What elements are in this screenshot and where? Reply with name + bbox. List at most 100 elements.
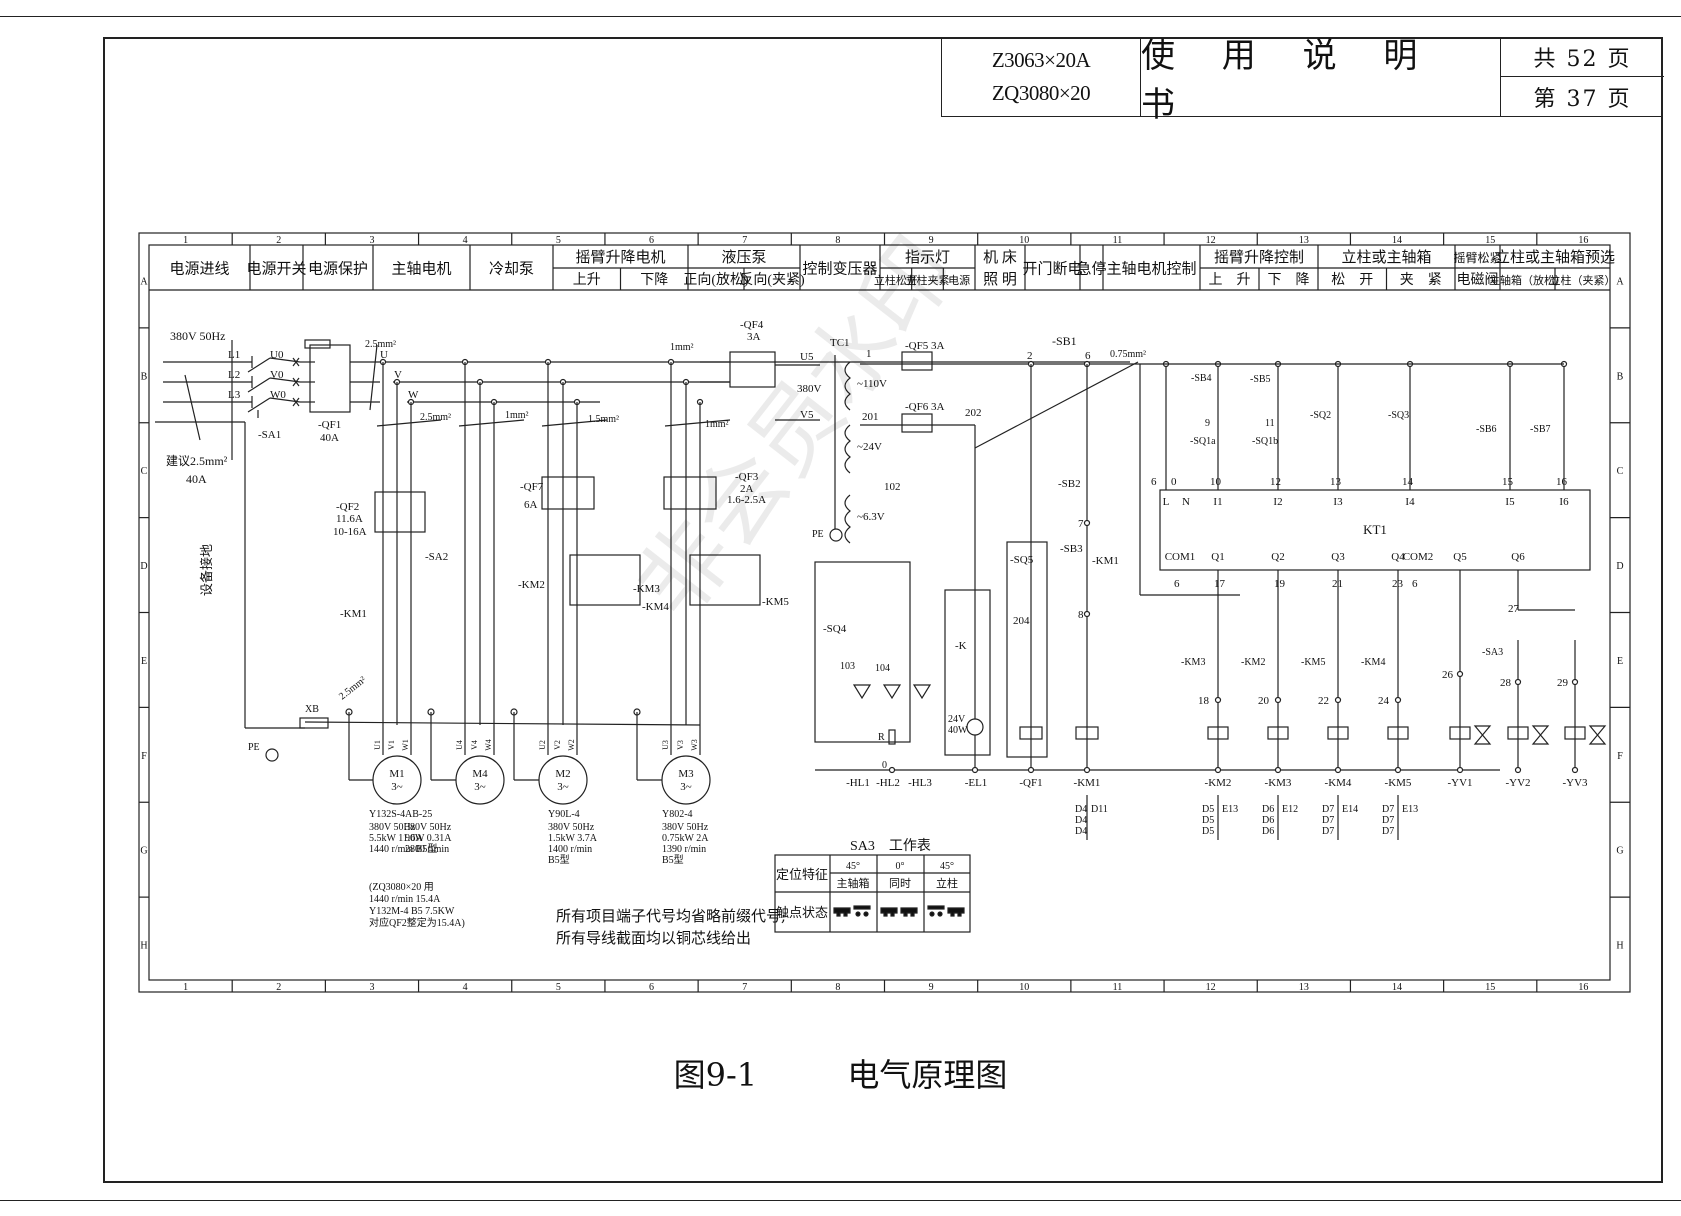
cable-label: 0.75mm² [1110,349,1146,360]
header-section-label: 电源开关 [246,261,306,278]
valve-node: 26 [1442,669,1454,681]
sa3-row1-label: 定位特征 [776,867,828,882]
zone-label-bottom: 5 [556,982,561,993]
sa2-label: -SA2 [425,551,448,563]
zone-label-top: 4 [463,235,468,246]
motor-spec: 1.5kW 3.7A [548,833,598,844]
sa3-row2-label: 触点状态 [776,905,828,920]
interlock-label: -KM2 [1241,657,1265,668]
km1-self-hold-label: -KM1 [1092,555,1119,567]
km2-km3-interlock [569,554,641,606]
load-label: -KM1 [1074,777,1101,789]
zone-label-bottom: 8 [835,982,840,993]
motor-m2 [538,755,588,805]
contact-closed-icon [880,907,898,917]
m1-note-line: 1440 r/min 15.4A [369,894,441,905]
node [1083,519,1091,527]
node [1514,766,1522,774]
node [1394,696,1402,704]
qf2-rating: 11.6A [336,513,363,525]
nc-contact: D6 [1262,826,1274,837]
row-label-left: F [141,751,147,762]
header-section-label: 液压泵 [721,249,766,266]
header-sub-label: 下降 [640,272,668,288]
bottom-rule [0,1200,1681,1201]
row-label-left: B [141,371,148,382]
header-sub-label: 立柱（夹紧） [1550,273,1616,287]
m1-note-line: Y132M-4 B5 7.5KW [369,906,455,917]
bus-label-w: W [408,389,419,401]
bus-label-u: U [380,349,388,361]
node [1214,696,1222,704]
solenoid-coil [1449,726,1471,740]
zone-label-top: 13 [1299,235,1309,246]
header-section-label: 急停 [1076,261,1106,278]
figure-caption: 图9-1 电气原理图 [0,1050,1681,1096]
node-2: 2 [1027,350,1033,362]
header-section-label: 指示灯 [905,249,950,266]
contact-dot [937,911,943,917]
sb2-label: -SB2 [1058,478,1081,490]
sa3-position-label: 主轴箱 [837,876,870,890]
qf1-label: -QF1 [318,419,341,431]
secondary-winding [844,494,851,544]
cable-slash [369,344,378,411]
header-sub-label: 上升 [573,272,601,288]
plc-input-label: I4 [1405,496,1415,508]
m1-note-line: 对应QF2整定为15.4A) [369,918,465,929]
note-1: 所有项目端子代号均省略前缀代号; [556,907,787,925]
qf5-label: -QF5 3A [905,340,944,352]
nc-contact: D7 [1322,815,1334,826]
sq1a-label: -SQ1a [1190,436,1216,447]
node-27: 27 [1508,603,1520,615]
motor-id: M4 [472,768,488,780]
coil-label: -KM3 [1265,777,1292,789]
switch-terminal-label: V0 [270,369,284,381]
zone-label-top: 10 [1019,235,1029,246]
km5-label: -KM5 [762,596,789,608]
cable-label: 1mm² [705,419,729,430]
zone-label-top: 5 [556,235,561,246]
contact-closed-icon [900,907,918,917]
model-2: ZQ3080×20 [991,80,1091,105]
valve-icon [1588,725,1607,745]
sa3-position-label: 同时 [889,877,911,890]
cable-rating: 40A [186,472,207,486]
sq3-label: -SQ3 [1388,410,1409,421]
output-node: 24 [1378,695,1390,707]
valve-coil-label: -YV1 [1447,777,1472,789]
motor-spec: B5型 [548,853,570,866]
qf2-body [374,491,426,533]
plc-input-wire: 14 [1402,476,1414,488]
qf7-label: -QF7 [520,481,544,493]
plc-output-label: Q3 [1331,551,1345,563]
cable-slash-line [664,419,731,427]
node-103: 103 [840,661,855,672]
tc1-pe-label: PE [812,529,824,540]
motor-m4 [455,755,505,805]
node-11: 11 [1265,418,1275,429]
header-sub-label: 反向(夹紧) [739,272,805,288]
indicator-led [852,684,872,700]
cable-slash-line [974,361,1139,449]
cable-label: 1mm² [670,342,694,353]
zone-label-top: 11 [1113,235,1123,246]
header-sub-label: 主轴箱（放松） [1489,273,1566,287]
sa3-angle: 45° [940,861,954,872]
valve-node: 29 [1557,677,1569,689]
node-8: 8 [1078,609,1084,621]
x-mark [292,357,300,367]
header-section-label: 主轴电机控制 [1106,261,1196,278]
plc-input-label: I2 [1273,496,1282,508]
nc-contact: D7 [1322,804,1334,815]
row-label-right: H [1616,941,1623,952]
indicator-enclosure [814,561,911,743]
qf3-body [663,476,717,510]
km1-nc-contact: D4 [1075,826,1087,837]
total-pages: 共 52 页 [1501,37,1664,77]
motor-spec: 5.5kW 11.6A [369,833,423,844]
header-section-label: 冷却泵 [489,261,534,278]
m1-variant-note: (ZQ3080×20 用 1440 r/min 15.4A Y132M-4 B5… [369,882,465,930]
qf3-range: 1.6-2.5A [727,494,766,506]
plc-output-wire: 6 [1174,578,1180,590]
